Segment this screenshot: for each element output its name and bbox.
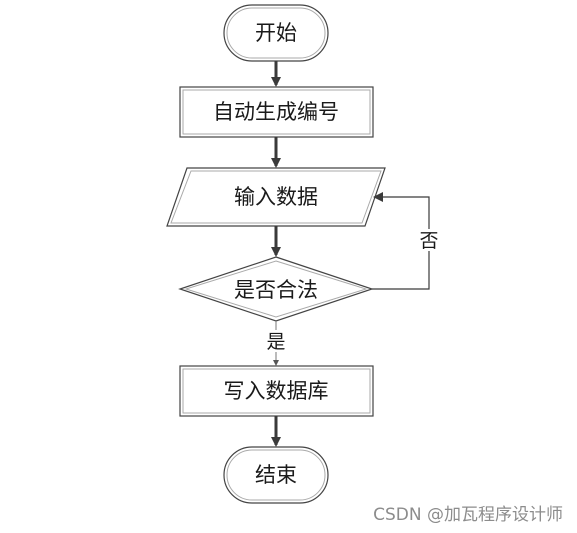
yes-branch-label: 是 [266,331,285,353]
end-node: 结束 [223,446,329,504]
write-db-label: 写入数据库 [224,379,329,403]
is-valid-label: 是否合法 [234,278,318,302]
input-data-label: 输入数据 [234,185,318,209]
end-label: 结束 [255,463,297,487]
start-label: 开始 [255,21,297,45]
input-data-node: 输入数据 [166,167,386,227]
watermark: CSDN @加瓦程序设计师 [373,505,563,525]
is-valid-decision: 是否合法 [178,256,374,322]
write-db-node: 写入数据库 [179,365,374,417]
no-branch-label: 否 [419,230,438,252]
generate-number-label: 自动生成编号 [213,100,339,124]
generate-number-node: 自动生成编号 [179,86,374,138]
start-node: 开始 [223,4,329,62]
